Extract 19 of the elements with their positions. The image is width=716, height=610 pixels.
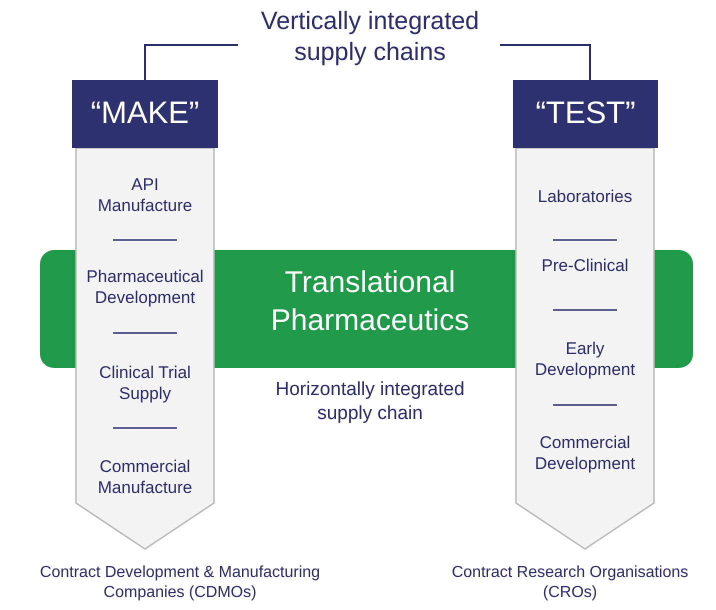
node-label: Horizontally integrated supply chain: [274, 378, 466, 426]
node-label: Contract Development & Manufacturing Companies (CDMOs): [38, 563, 322, 603]
header-label: “MAKE”: [90, 94, 200, 132]
node-label: Contract Research Organisations (CROs): [450, 563, 690, 603]
header-box: [513, 80, 658, 148]
header-box: [72, 80, 218, 148]
stage-label: API Manufacture: [96, 174, 194, 216]
band-label: Translational Pharmaceutics: [270, 265, 470, 338]
arrow-column: [75, 148, 215, 550]
stage-label: Pre-Clinical: [540, 255, 630, 276]
title: Vertically integrated supply chains: [260, 6, 480, 68]
stage-label: Laboratories: [536, 186, 634, 208]
stage-label: Pharmaceutical Development: [85, 266, 205, 308]
header-label: “TEST”: [534, 94, 636, 132]
stage-label: Commercial Manufacture: [96, 456, 194, 498]
arrow-column: [515, 148, 655, 550]
stage-label: Clinical Trial Supply: [98, 362, 192, 404]
stage-label: Early Development: [534, 338, 636, 380]
stage-label: Commercial Development: [534, 432, 636, 474]
